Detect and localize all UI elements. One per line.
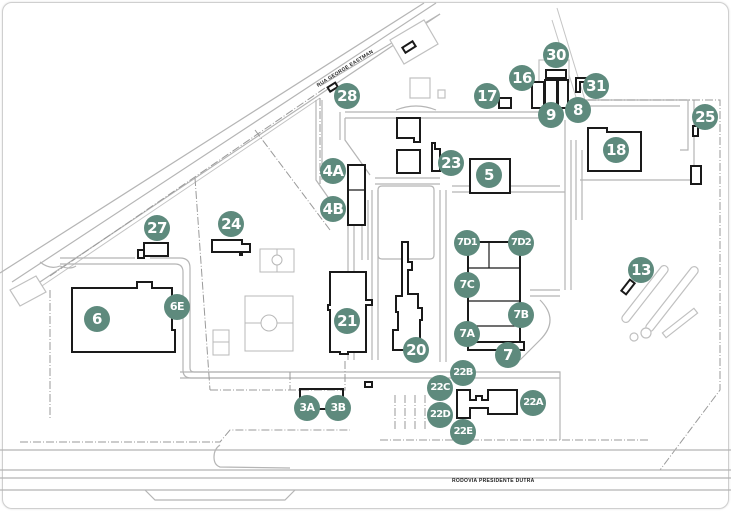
marker-24[interactable]: 24 [218,211,244,237]
fences [20,98,721,471]
building-27 [143,242,169,257]
marker-7D2[interactable]: 7D2 [508,230,534,256]
building-30 [545,69,567,79]
marker-23[interactable]: 23 [438,150,464,176]
marker-4A[interactable]: 4A [320,158,346,184]
marker-7B[interactable]: 7B [508,302,534,328]
marker-3A[interactable]: 3A [294,395,320,421]
marker-22D[interactable]: 22D [427,402,453,428]
marker-9[interactable]: 9 [538,102,564,128]
marker-13[interactable]: 13 [628,257,654,283]
marker-16[interactable]: 16 [509,65,535,91]
marker-7C[interactable]: 7C [454,272,480,298]
marker-30[interactable]: 30 [543,42,569,68]
marker-6E[interactable]: 6E [164,294,190,320]
building-6 [71,281,176,353]
building-3 [299,388,344,400]
marker-22B[interactable]: 22B [450,360,476,386]
building-20 [392,241,423,351]
internal-roads [60,7,700,440]
marker-4B[interactable]: 4B [320,196,346,222]
marker-25[interactable]: 25 [692,104,718,130]
marker-7[interactable]: 7 [495,342,521,368]
marker-21[interactable]: 21 [334,308,360,334]
marker-7D1[interactable]: 7D1 [454,230,480,256]
bottom-highway-label: RODOVIA PRESIDENTE DUTRA [452,478,535,484]
marker-5[interactable]: 5 [476,162,502,188]
building-17 [498,97,512,109]
marker-22E[interactable]: 22E [450,419,476,445]
building-22 [456,389,518,419]
marker-7A[interactable]: 7A [454,321,480,347]
buildings [71,59,702,419]
marker-27[interactable]: 27 [144,215,170,241]
marker-17[interactable]: 17 [474,83,500,109]
building-4 [347,164,366,226]
marker-22A[interactable]: 22A [520,390,546,416]
bottom-highway: RODOVIA PRESIDENTE DUTRA [0,444,731,501]
building-8 [557,79,569,109]
west-entrance [9,261,77,420]
marker-28[interactable]: 28 [334,83,360,109]
marker-31[interactable]: 31 [583,73,609,99]
marker-22C[interactable]: 22C [427,375,453,401]
marker-18[interactable]: 18 [603,137,629,163]
sports-fields [212,248,295,356]
marker-3B[interactable]: 3B [325,395,351,421]
marker-20[interactable]: 20 [403,337,429,363]
marker-8[interactable]: 8 [565,97,591,123]
marker-6[interactable]: 6 [84,306,110,332]
building-24 [211,239,251,256]
building-upper-left [396,117,421,143]
building-13 [619,278,637,296]
